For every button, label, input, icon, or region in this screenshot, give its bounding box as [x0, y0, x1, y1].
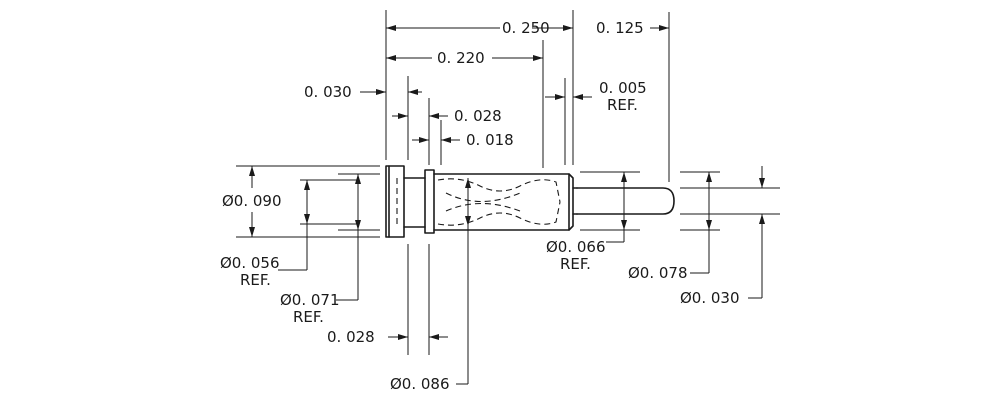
dim-collar-inner-diameter: Ø0. 071: [280, 291, 340, 309]
dim-tail-ref-note: REF.: [560, 255, 591, 273]
neck: [403, 177, 426, 228]
dim-overall-length: 0. 250: [502, 19, 550, 37]
dim-gap-ref-note: REF.: [607, 96, 638, 114]
crimp-hidden-upper: [437, 178, 561, 203]
collar: [424, 169, 435, 234]
dim-collar-width: 0. 030: [304, 83, 352, 101]
crimp-hidden-lower: [437, 201, 561, 226]
dim-barrel-diameter: Ø0. 086: [390, 375, 450, 393]
extension-lines: [236, 10, 780, 355]
dim-pin-diameter: Ø0. 030: [680, 289, 740, 307]
pin-part: [385, 165, 675, 238]
dim-head-diameter: Ø0. 090: [222, 192, 282, 210]
plunger-pin: [576, 187, 675, 215]
dim-lower-groove-width: 0. 028: [327, 328, 375, 346]
dim-barrel-length: 0. 220: [437, 49, 485, 67]
dim-shoulder-diameter: Ø0. 078: [628, 264, 688, 282]
dim-gap-ref: 0. 005: [599, 79, 647, 97]
dim-groove-offset: 0. 018: [466, 131, 514, 149]
barrel: [433, 173, 574, 231]
dim-tail-diameter: Ø0. 066: [546, 238, 606, 256]
arrowheads: [249, 25, 765, 340]
dim-neck-ref-note: REF.: [240, 271, 271, 289]
dim-neck-diameter: Ø0. 056: [220, 254, 280, 272]
crimp-hidden-inner: [445, 192, 521, 212]
head-flange: [385, 165, 405, 238]
dim-groove-width: 0. 028: [454, 107, 502, 125]
dim-tip-length: 0. 125: [596, 19, 644, 37]
dim-collar-ref-note: REF.: [293, 308, 324, 326]
dimension-labels: 0. 250 0. 125 0. 220 0. 030 0. 005 REF. …: [220, 19, 740, 393]
